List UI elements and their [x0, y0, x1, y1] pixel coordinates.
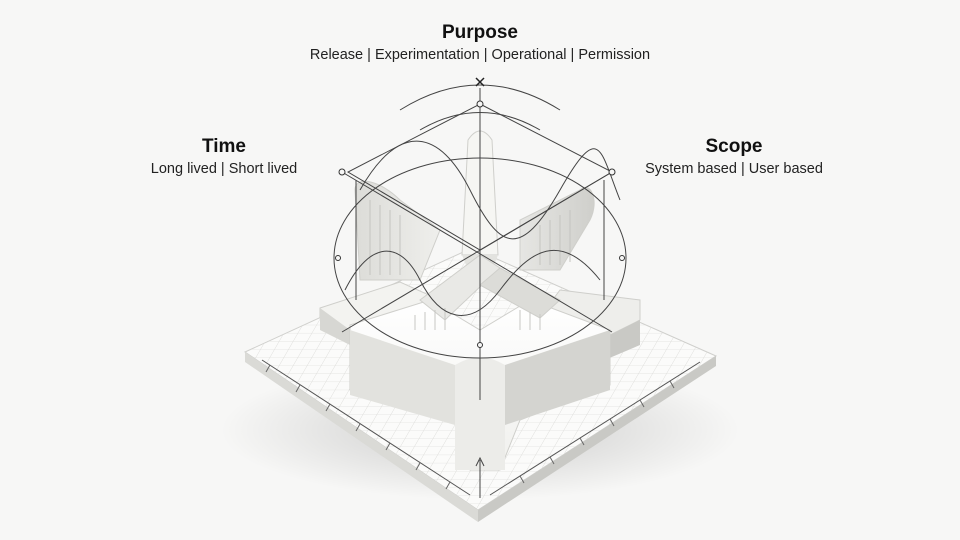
- time-title: Time: [201, 136, 246, 157]
- time-label-group: Time Long lived | Short lived: [124, 136, 324, 178]
- axis-cross-mark: [475, 77, 485, 87]
- scope-label-group: Scope System based | User based: [624, 136, 844, 178]
- purpose-options: Release | Experimentation | Operational …: [309, 47, 651, 63]
- ruler-ticks-left: [265, 364, 451, 490]
- axis-markers: [335, 100, 625, 348]
- purpose-title: Purpose: [441, 22, 519, 43]
- scope-options: System based | User based: [645, 161, 823, 177]
- ruler-ticks-right: [519, 380, 675, 484]
- purpose-label-group: Purpose Release | Experimentation | Oper…: [280, 22, 680, 64]
- time-options: Long lived | Short lived: [150, 161, 298, 177]
- scope-title: Scope: [705, 136, 763, 157]
